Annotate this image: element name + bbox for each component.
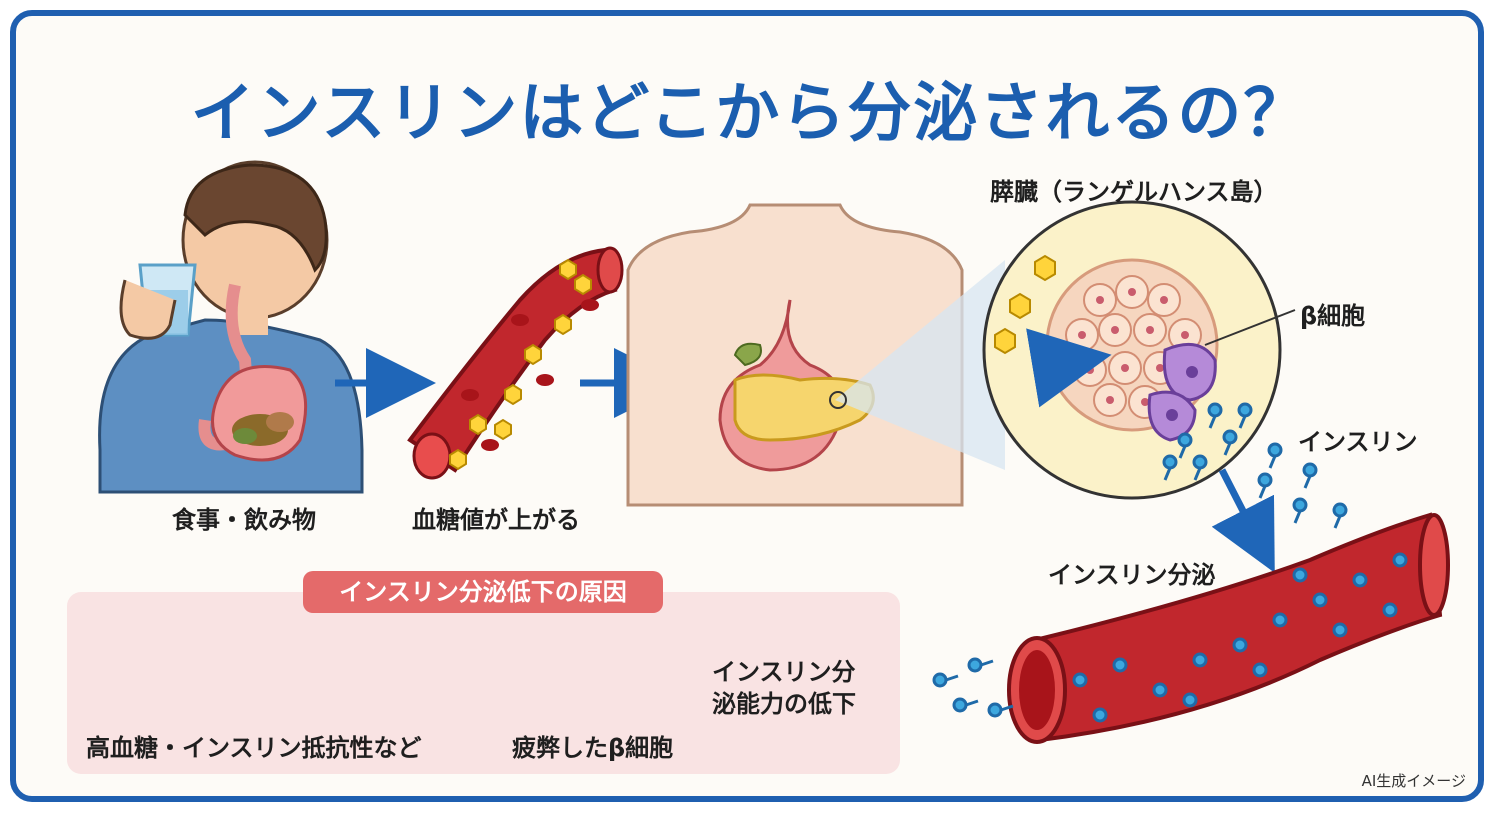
blood-vessel-insulin-illustration (932, 512, 1450, 744)
beta-cell-pointer (1204, 309, 1296, 346)
label-insulin-secretion: インスリン分泌 (1048, 561, 1216, 589)
person-drinking-illustration (98, 160, 364, 494)
label-blood-sugar: 血糖値が上がる (412, 506, 580, 534)
cause-heading: インスリン分泌低下の原因 (303, 571, 663, 613)
label-insulin: インスリン (1298, 428, 1418, 456)
insulin-molecules (1162, 402, 1348, 529)
torso-pancreas-illustration (626, 203, 964, 507)
page-title: インスリンはどこから分泌されるの？ (190, 77, 1310, 151)
islet-of-langerhans-illustration (982, 200, 1296, 500)
label-hyperglycemia: 高血糖・インスリン抵抗性など (86, 734, 422, 762)
label-decline-line1: インスリン分 (712, 658, 856, 686)
label-tired-beta-cell: 疲弊したβ細胞 (512, 734, 674, 762)
arrow-insulin-secretion (1211, 468, 1275, 573)
ai-generated-watermark: AI生成イメージ (1361, 772, 1466, 790)
label-meal: 食事・飲み物 (172, 506, 316, 534)
cause-panel (67, 592, 900, 774)
label-beta-cell: β細胞 (1300, 302, 1366, 330)
label-pancreas: 膵臓（ランゲルハンス島） (990, 178, 1278, 206)
label-decline-line2: 泌能力の低下 (712, 690, 856, 718)
blood-vessel-glucose-illustration (407, 246, 624, 480)
zoom-indicator (835, 260, 1005, 470)
glucose-molecules (994, 254, 1056, 355)
